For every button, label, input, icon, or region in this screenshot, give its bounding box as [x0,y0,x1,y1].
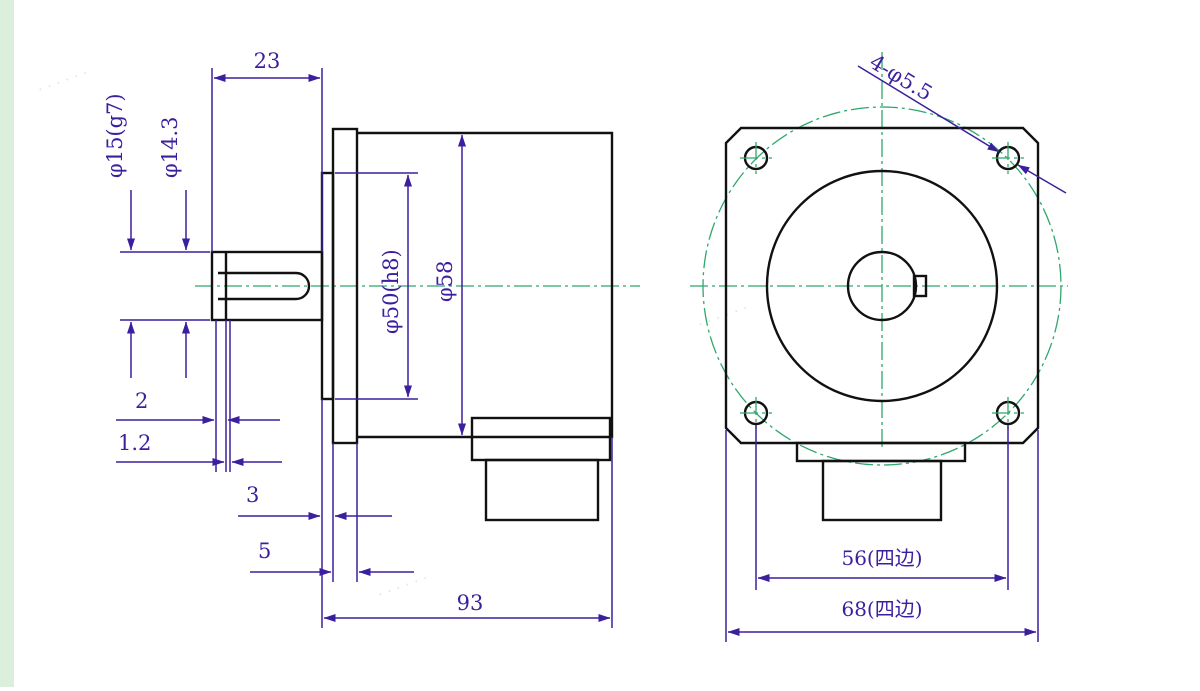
dim-shaft-length: 23 [211,49,323,252]
dim-collar-1-2-label: 1.2 [118,431,151,455]
shaft-key [912,274,928,298]
dim-shaft-length-label: 23 [254,49,281,73]
left-edge-strip [0,0,14,687]
dim-flange-5-label: 5 [258,539,271,563]
bolt-circle [702,106,1062,466]
pilot-boss [320,171,335,401]
dim-hole-pitch: 56(四边) [755,425,1009,590]
front-view: 4-φ5.5 56(四边) 68(四边) [690,50,1068,642]
front-flange-square [724,126,1040,445]
dim-flange-square-label: 68(四边) [841,597,922,621]
dim-shaft-diameter-label: φ15(g7) [103,93,127,178]
dim-flange-3: 3 [238,483,392,520]
motor-body [357,131,614,439]
front-terminal-box [795,441,967,463]
cable-gland [484,458,600,522]
dim-flange-square: 68(四边) [725,430,1039,642]
dim-flange-3-label: 3 [246,483,259,507]
dim-collar-2: 2 [116,389,280,424]
hole-center-marks [740,142,1024,429]
side-view: 23 φ15(g7) φ14.3 φ50(h8) [103,49,640,628]
dim-pilot-diameter-label: φ50(h8) [379,249,403,334]
motor-housing-circle [765,169,999,403]
dim-shaft-flat-label: φ14.3 [158,117,182,178]
dim-flange-5: 5 [250,539,414,576]
dim-collar-1-2: 1.2 [116,431,282,466]
dim-body-length: 93 [323,437,613,628]
dim-shaft-diameter: φ15(g7) φ14.3 [103,93,210,378]
dim-hole-pitch-label: 56(四边) [841,546,922,570]
svg-text:· · · · · ·: · · · · · · [695,299,750,334]
dim-body-diameter-label: φ58 [433,261,457,302]
shaft-circle [846,250,918,322]
front-cable-gland [821,459,943,522]
dim-body-diameter: φ58 [433,134,466,436]
dim-pilot-diameter: φ50(h8) [335,172,418,400]
terminal-box [470,416,612,462]
svg-text:· · · · · ·: · · · · · · [375,569,430,604]
dim-collar-2-label: 2 [135,389,148,413]
svg-text:· · · · · ·: · · · · · · [35,64,90,99]
dim-body-length-label: 93 [457,591,484,615]
